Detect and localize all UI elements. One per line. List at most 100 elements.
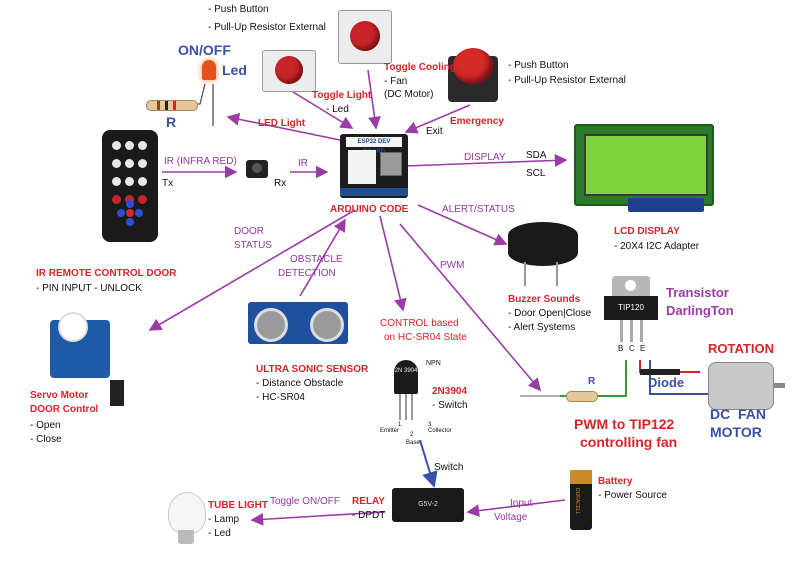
pwm-fan-line2: controlling fan: [580, 434, 678, 450]
led-icon: [202, 60, 216, 80]
resistor-label: R: [166, 114, 177, 130]
toggle-cooling-sub1: - Fan: [384, 76, 408, 87]
display-label: DISPLAY: [464, 152, 506, 163]
i2c-adapter-icon: [628, 198, 704, 212]
arrow-button-to-board: [292, 91, 354, 129]
alert-status-label: ALERT/STATUS: [442, 204, 515, 215]
push-button-light: [262, 50, 316, 92]
arrow-board-to-led: [226, 112, 341, 141]
remote-key-icon: [138, 141, 147, 150]
buzzer-sub2: - Alert Systems: [508, 322, 576, 333]
motor-label: MOTOR: [710, 424, 762, 440]
door-status-line2: STATUS: [234, 240, 272, 251]
arrow-relay-to-lamp: [250, 511, 386, 526]
push-button-top: [338, 10, 392, 64]
push-button-top-line2: - Pull-Up Resistor External: [208, 22, 326, 33]
arrow-sensor-to-board: [299, 218, 346, 297]
ultrasonic-title: ULTRA SONIC SENSOR: [256, 364, 369, 375]
button-cap-icon: [453, 48, 493, 84]
arrow-board-to-buzzer: [417, 204, 508, 246]
board-label: ESP32 DEV BOARD: [346, 137, 402, 155]
remote-dpad-icon: [117, 200, 143, 226]
ultrasonic-sensor-icon: [248, 302, 348, 344]
door-status-line1: DOOR: [234, 226, 264, 237]
npn-sub: - Switch: [432, 400, 468, 411]
remote-key-icon: [112, 177, 121, 186]
arrow-board-to-fan: [399, 223, 542, 392]
remote-key-icon: [125, 141, 134, 150]
resistor-icon: [146, 100, 198, 111]
tx-label: Tx: [162, 178, 174, 189]
obstacle-line1: OBSTACLE: [290, 254, 343, 265]
toggle-light-sub: - Led: [326, 104, 349, 115]
transistor-icon: TIP120: [604, 276, 658, 334]
servo-title1: Servo Motor: [30, 390, 89, 401]
relay-icon: G5V-2: [392, 488, 464, 522]
npn-pin1: 1: [398, 422, 402, 428]
npn-transistor-icon: 2N 3904: [394, 360, 418, 394]
tube-light-sub2: - Led: [208, 528, 231, 539]
push-button-right-line2: - Pull-Up Resistor External: [508, 75, 626, 86]
remote-key-icon: [138, 159, 147, 168]
toggle-onoff-label: Toggle ON/OFF: [270, 496, 341, 507]
tube-light-sub1: - Lamp: [208, 514, 240, 525]
pin-b: B: [618, 344, 624, 353]
button-cap-icon: [275, 56, 303, 84]
emergency-button: [448, 48, 498, 102]
npn-part: 2N3904: [432, 386, 468, 397]
arrow-board-to-lcd: [404, 154, 568, 167]
pwm-label: PWM: [440, 260, 465, 271]
remote-key-icon: [138, 177, 147, 186]
remote-key-icon: [138, 195, 147, 204]
pwm-fan-line1: PWM to TIP122: [574, 416, 675, 432]
r-label: R: [588, 376, 596, 387]
lcd-display-icon: [574, 124, 714, 206]
servo-sub1: - Open: [30, 420, 61, 431]
on-off-label: ON/OFF: [178, 42, 231, 58]
dc-motor-icon: [708, 362, 785, 410]
servo-sub2: - Close: [30, 434, 62, 445]
rotation-label: ROTATION: [708, 341, 774, 356]
led-label: Led: [222, 62, 247, 78]
transistor-line2: DarlingTon: [666, 303, 734, 318]
toggle-light-title: Toggle Light: [312, 90, 372, 101]
npn-collector: Collector: [428, 428, 452, 434]
toggle-cooling-title: Toggle Cooling: [384, 62, 457, 73]
servo-motor-icon: [50, 312, 110, 378]
tube-light-title: TUBE LIGHT: [208, 500, 268, 511]
relay-sub: - DPDT: [352, 510, 386, 521]
battery-brand-label: DURACELL: [574, 488, 580, 515]
npn-emitter: Emitter: [380, 428, 400, 434]
rx-label: Rx: [274, 178, 287, 189]
ir-receiver-icon: [246, 160, 268, 178]
control-line1: CONTROL based: [380, 318, 459, 329]
battery-title: Battery: [598, 476, 633, 487]
lcd-title: LCD DISPLAY: [614, 226, 680, 237]
remote-key-icon: [112, 141, 121, 150]
buzzer-icon: [508, 222, 578, 266]
ultrasonic-sub1: - Distance Obstacle: [256, 378, 344, 389]
battery-icon: DURACELL: [570, 470, 592, 530]
exit-label: Exit: [426, 126, 443, 137]
button-cap-icon: [350, 21, 380, 51]
npn-pin3: 3: [428, 422, 432, 428]
arrow-battery-to-relay: [466, 499, 566, 517]
obstacle-line2: DETECTION: [278, 268, 336, 279]
pin-e: E: [640, 344, 646, 353]
arduino-code-label: ARDUINO CODE: [330, 204, 409, 215]
push-button-right-line1: - Push Button: [508, 60, 569, 71]
arrow-emergency-to-board: [404, 104, 471, 134]
switch-label: Switch: [434, 462, 464, 473]
arrow-board-to-control: [379, 215, 407, 312]
battery-sub: - Power Source: [598, 490, 667, 501]
arrow-board-to-servo: [148, 209, 356, 331]
arrow-cooling-to-board: [367, 69, 381, 130]
led-light-label: LED Light: [258, 118, 306, 129]
relay-chip-label: G5V-2: [418, 501, 438, 508]
ir-door-sub: - PIN INPUT - UNLOCK: [36, 283, 142, 294]
input-label: Input: [510, 498, 533, 509]
lcd-sub: - 20X4 I2C Adapter: [614, 241, 700, 252]
push-button-top-line1: - Push Button: [208, 4, 269, 15]
light-bulb-icon: [168, 492, 206, 534]
